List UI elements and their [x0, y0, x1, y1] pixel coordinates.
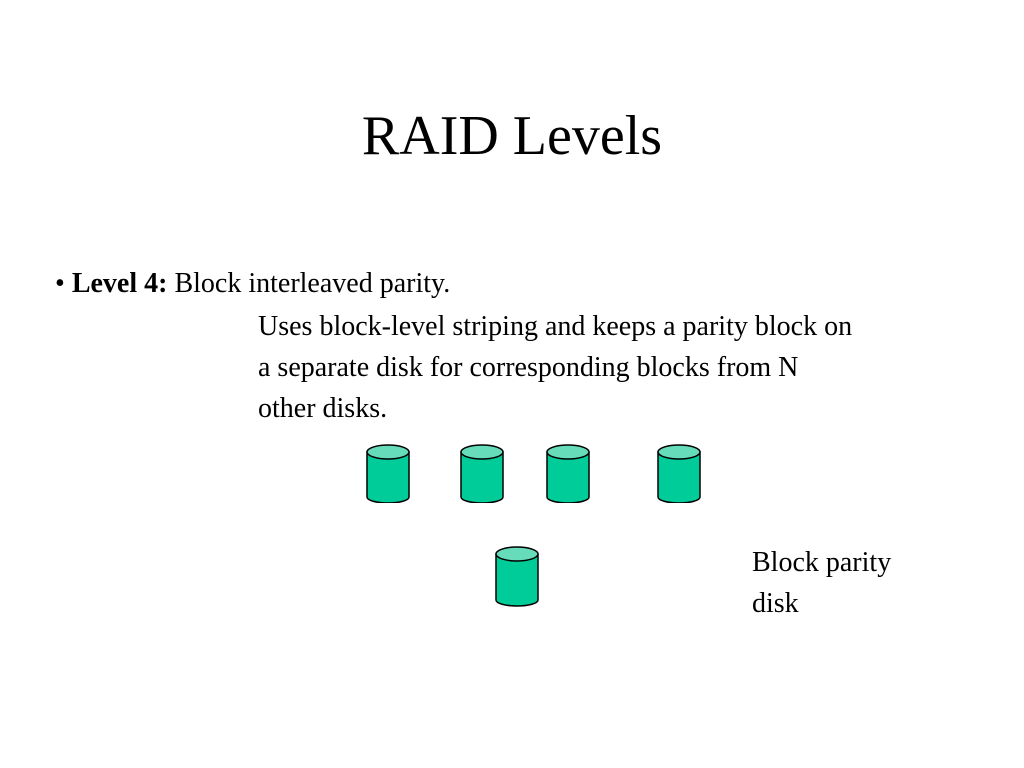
data-disk-1-icon: [365, 443, 411, 503]
description-line-1: Uses block-level striping and keeps a pa…: [258, 311, 853, 342]
data-disk-3-icon: [545, 443, 591, 503]
parity-label-line-2: disk: [752, 588, 799, 619]
description-line-3: other disks.: [258, 393, 388, 424]
parity-label-line-1: Block parity: [752, 547, 892, 578]
parity-disk-label: Block parity disk: [752, 542, 891, 624]
description-line-2: a separate disk for corresponding blocks…: [258, 352, 799, 383]
data-disk-4-icon: [656, 443, 702, 503]
level-label: Level 4:: [71, 268, 168, 299]
level-summary: Block interleaved parity.: [174, 268, 451, 299]
parity-disk-icon: [494, 545, 540, 607]
bullet-level-4: • Level 4: Block interleaved parity.: [55, 264, 450, 304]
bullet-marker: •: [55, 268, 65, 299]
data-disk-2-icon: [459, 443, 505, 503]
slide-title: RAID Levels: [361, 105, 663, 167]
level-description: Uses block-level striping and keeps a pa…: [258, 306, 998, 429]
